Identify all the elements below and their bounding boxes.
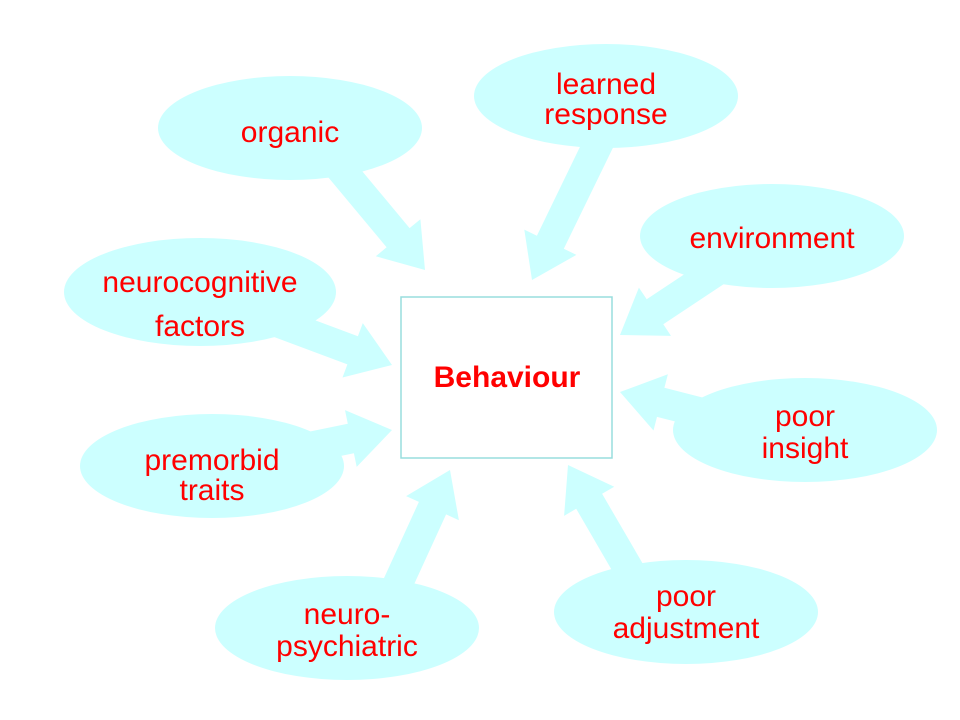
label-learned-response-line-1: learned <box>556 68 656 101</box>
bubble-organic <box>158 76 422 180</box>
label-neuro-psychiatric-line-1: neuro- <box>304 598 391 631</box>
behaviour-box <box>400 296 613 459</box>
bubble-environment <box>640 184 904 288</box>
arrow-neuro-psychiatric <box>381 470 459 597</box>
label-poor-adjustment-line-1: poor <box>656 580 716 613</box>
label-poor-adjustment-line-2: adjustment <box>613 612 760 645</box>
bubble-premorbid-traits <box>80 414 344 518</box>
bubble-poor-insight <box>673 378 937 482</box>
label-neurocognitive-factors-line-2: factors <box>155 310 245 343</box>
arrow-learned-response <box>524 133 614 280</box>
bubble-learned-response <box>474 44 738 148</box>
label-neuro-psychiatric-line-2: psychiatric <box>276 630 418 663</box>
behaviour-label: Behaviour <box>434 361 581 394</box>
bubble-neuro-psychiatric <box>215 576 479 680</box>
arrow-poor-adjustment <box>564 465 645 583</box>
label-poor-insight-line-1: poor <box>775 400 835 433</box>
bubble-poor-adjustment <box>554 560 818 664</box>
label-premorbid-traits-line-2: traits <box>179 474 244 507</box>
label-premorbid-traits-line-1: premorbid <box>144 444 279 477</box>
label-neurocognitive-factors-line-1: neurocognitive <box>102 266 297 299</box>
bubble-neurocognitive-factors <box>64 238 336 346</box>
label-poor-insight-line-2: insight <box>762 432 849 465</box>
label-environment-line-1: environment <box>689 222 855 255</box>
label-learned-response-line-2: response <box>544 98 667 131</box>
label-organic-line-1: organic <box>241 116 339 149</box>
